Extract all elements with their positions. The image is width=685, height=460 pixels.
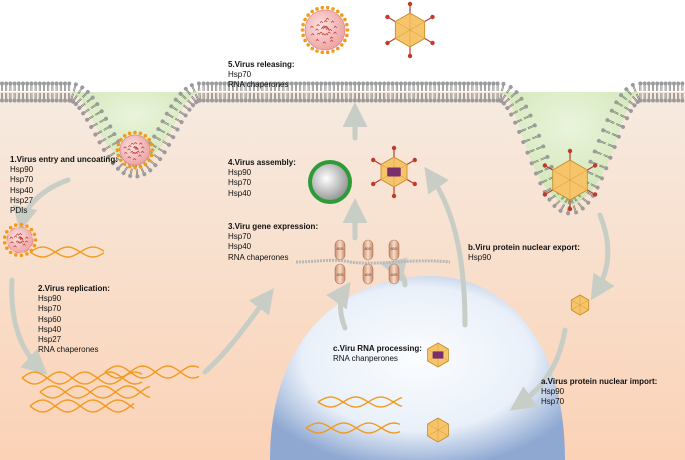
chaperone-item: Hsp70 <box>541 397 565 407</box>
svg-text:80S: 80S <box>336 246 343 251</box>
virus-released-enveloped <box>300 5 350 55</box>
chaperone-item: RNA chaperones <box>228 80 289 90</box>
chaperone-item: Hsp60 <box>38 314 62 324</box>
chaperone-item: Hsp70 <box>228 232 252 242</box>
stage-title: 5.Virus releasing: <box>228 60 295 69</box>
stage-title: 4.Virus assembly: <box>228 158 296 167</box>
chaperone-item: Hsp40 <box>38 324 62 334</box>
chaperone-item: RNA chaperones <box>228 252 289 262</box>
stage-assembly: 4.Virus assembly: Hsp90 Hsp70 Hsp40 <box>228 158 296 199</box>
stage-title: 1.Virus entry and uncoating: <box>10 155 118 164</box>
stage-title: c.Viru RNA processing: <box>333 344 422 353</box>
chaperone-item: Hsp27 <box>10 195 34 205</box>
stage-nuclear-import: a.Virus protein nuclear import: Hsp90 Hs… <box>541 377 657 408</box>
chaperone-item: Hsp90 <box>541 387 565 397</box>
svg-text:40S: 40S <box>390 272 397 277</box>
virus-assembled-enveloped <box>308 160 352 204</box>
capsid-assembling <box>371 145 417 199</box>
stage-replication: 2.Virus replication: Hsp90 Hsp70 Hsp60 H… <box>38 284 110 355</box>
capsid-released <box>385 1 435 59</box>
rna-strands <box>21 246 403 434</box>
arrow-to-expression <box>202 287 274 375</box>
svg-text:80S: 80S <box>390 246 397 251</box>
stage-rna-processing: c.Viru RNA processing: RNA chanperones <box>333 344 422 364</box>
chaperone-item: Hsp90 <box>10 165 34 175</box>
chaperone-item: Hsp40 <box>228 242 252 252</box>
rna-nucleus <box>305 396 403 434</box>
chaperone-item: Hsp40 <box>228 188 252 198</box>
svg-text:40S: 40S <box>336 272 343 277</box>
arrow-nuclear-export <box>424 166 468 328</box>
svg-text:40S: 40S <box>364 272 371 277</box>
stage-title: 2.Virus replication: <box>38 284 110 293</box>
translating-mrna: 80S 40S 80S 40S 80S 40S <box>295 239 451 285</box>
stage-nuclear-export: b.Viru protein nuclear export: Hsp90 <box>468 243 580 263</box>
chaperone-item: Hsp90 <box>228 168 252 178</box>
stage-entry-uncoating: 1.Virus entry and uncoating: Hsp90 Hsp70… <box>10 155 118 216</box>
arrow-to-import <box>590 212 615 301</box>
chaperone-item: Hsp90 <box>38 294 62 304</box>
chaperone-item: RNA chanperones <box>333 354 398 364</box>
virus-uncoating <box>2 222 38 258</box>
endosome-pit-right <box>500 92 640 205</box>
stage-title: a.Virus protein nuclear import: <box>541 377 658 386</box>
stage-title: b.Viru protein nuclear export: <box>468 243 580 252</box>
arrow-import-into-nucleus <box>509 327 568 411</box>
rna-uncoating <box>29 246 105 258</box>
chaperone-item: Hsp40 <box>10 185 34 195</box>
arrow-rna-processing <box>326 281 351 331</box>
chaperone-item: Hsp90 <box>468 253 492 263</box>
arrow-entry-to-uncoating <box>12 177 71 232</box>
flow-arrows <box>9 102 615 411</box>
arrow-to-replication <box>9 277 48 375</box>
capsid-in-endosome <box>542 148 598 212</box>
chaperone-item: Hsp70 <box>228 178 252 188</box>
capsid-import <box>570 294 590 316</box>
rna-replication <box>21 365 200 413</box>
chaperone-item: Hsp70 <box>10 175 34 185</box>
chaperone-item: Hsp70 <box>228 70 252 80</box>
capsid-in-nucleus <box>427 417 449 443</box>
stage-releasing: 5.Virus releasing: Hsp70 RNA chaperones <box>228 60 295 91</box>
chaperone-item: PDIs <box>10 206 28 216</box>
svg-text:80S: 80S <box>364 246 371 251</box>
chaperone-item: Hsp70 <box>38 304 62 314</box>
virus-entering <box>115 130 155 170</box>
cell-membrane <box>0 81 685 216</box>
rna-processing-particle <box>427 342 449 368</box>
chaperone-item: Hsp27 <box>38 335 62 345</box>
stage-title: 3.Viru gene expression: <box>228 222 319 231</box>
stage-gene-expression: 3.Viru gene expression: Hsp70 Hsp40 RNA … <box>228 222 318 263</box>
chaperone-item: RNA chaperones <box>38 345 99 355</box>
